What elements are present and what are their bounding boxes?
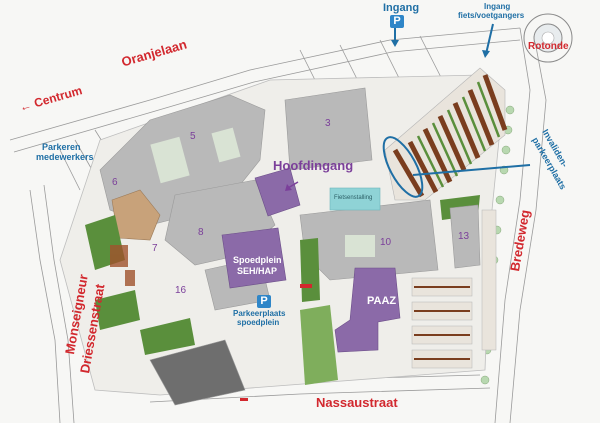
highlighted-buildings <box>221 167 401 353</box>
spoedplein-label-line1: Spoedplein <box>233 255 282 265</box>
street-label-nassaustraat: Nassaustraat <box>316 395 398 410</box>
building-number-10: 10 <box>380 237 392 248</box>
paaz-label: PAAZ <box>367 295 397 307</box>
parkeerplaats-label-line2: spoedplein <box>237 318 280 327</box>
fietsenstalling-area <box>329 187 381 211</box>
parking-stripes-southeast <box>414 286 470 360</box>
parkeren-medewerkers-line1: Parkeren <box>42 142 81 152</box>
invaliden-pointer-line <box>412 164 531 176</box>
building-number-6: 6 <box>112 177 118 188</box>
building-number-13: 13 <box>458 231 470 242</box>
parking-field-north <box>384 67 508 201</box>
ingang-fiets-label-line2: fiets/voetgangers <box>458 11 525 20</box>
parkeren-medewerkers-line2: medewerkers <box>36 152 94 162</box>
invaliden-parking-highlight <box>382 136 424 198</box>
ingang-fiets-label-line1: Ingang <box>484 2 511 11</box>
building-number-16: 16 <box>175 285 187 296</box>
building-13-shape <box>449 204 481 269</box>
arrows <box>285 23 494 191</box>
building-number-5: 5 <box>190 131 196 142</box>
building-number-7: 7 <box>152 243 158 254</box>
parkeerplaats-label-line1: Parkeerplaats <box>233 309 286 318</box>
fietsenstalling-label: Fietsenstalling <box>334 195 373 201</box>
building-number-3: 3 <box>325 118 331 129</box>
rotonde-label: Rotonde <box>528 41 569 52</box>
hoofdingang-label: Hoofdingang <box>273 158 354 173</box>
red-markers <box>240 284 312 401</box>
parking-icon-spoedplein: P <box>257 295 271 308</box>
parking-icon-ingang: P <box>390 15 404 28</box>
brown-courtyard-details <box>110 245 135 286</box>
spoedplein-label-line2: SEH/HAP <box>237 266 278 276</box>
ingang-label: Ingang <box>383 2 420 14</box>
roundabout <box>523 13 573 63</box>
building-number-8: 8 <box>198 227 204 238</box>
courtyards <box>150 127 375 257</box>
